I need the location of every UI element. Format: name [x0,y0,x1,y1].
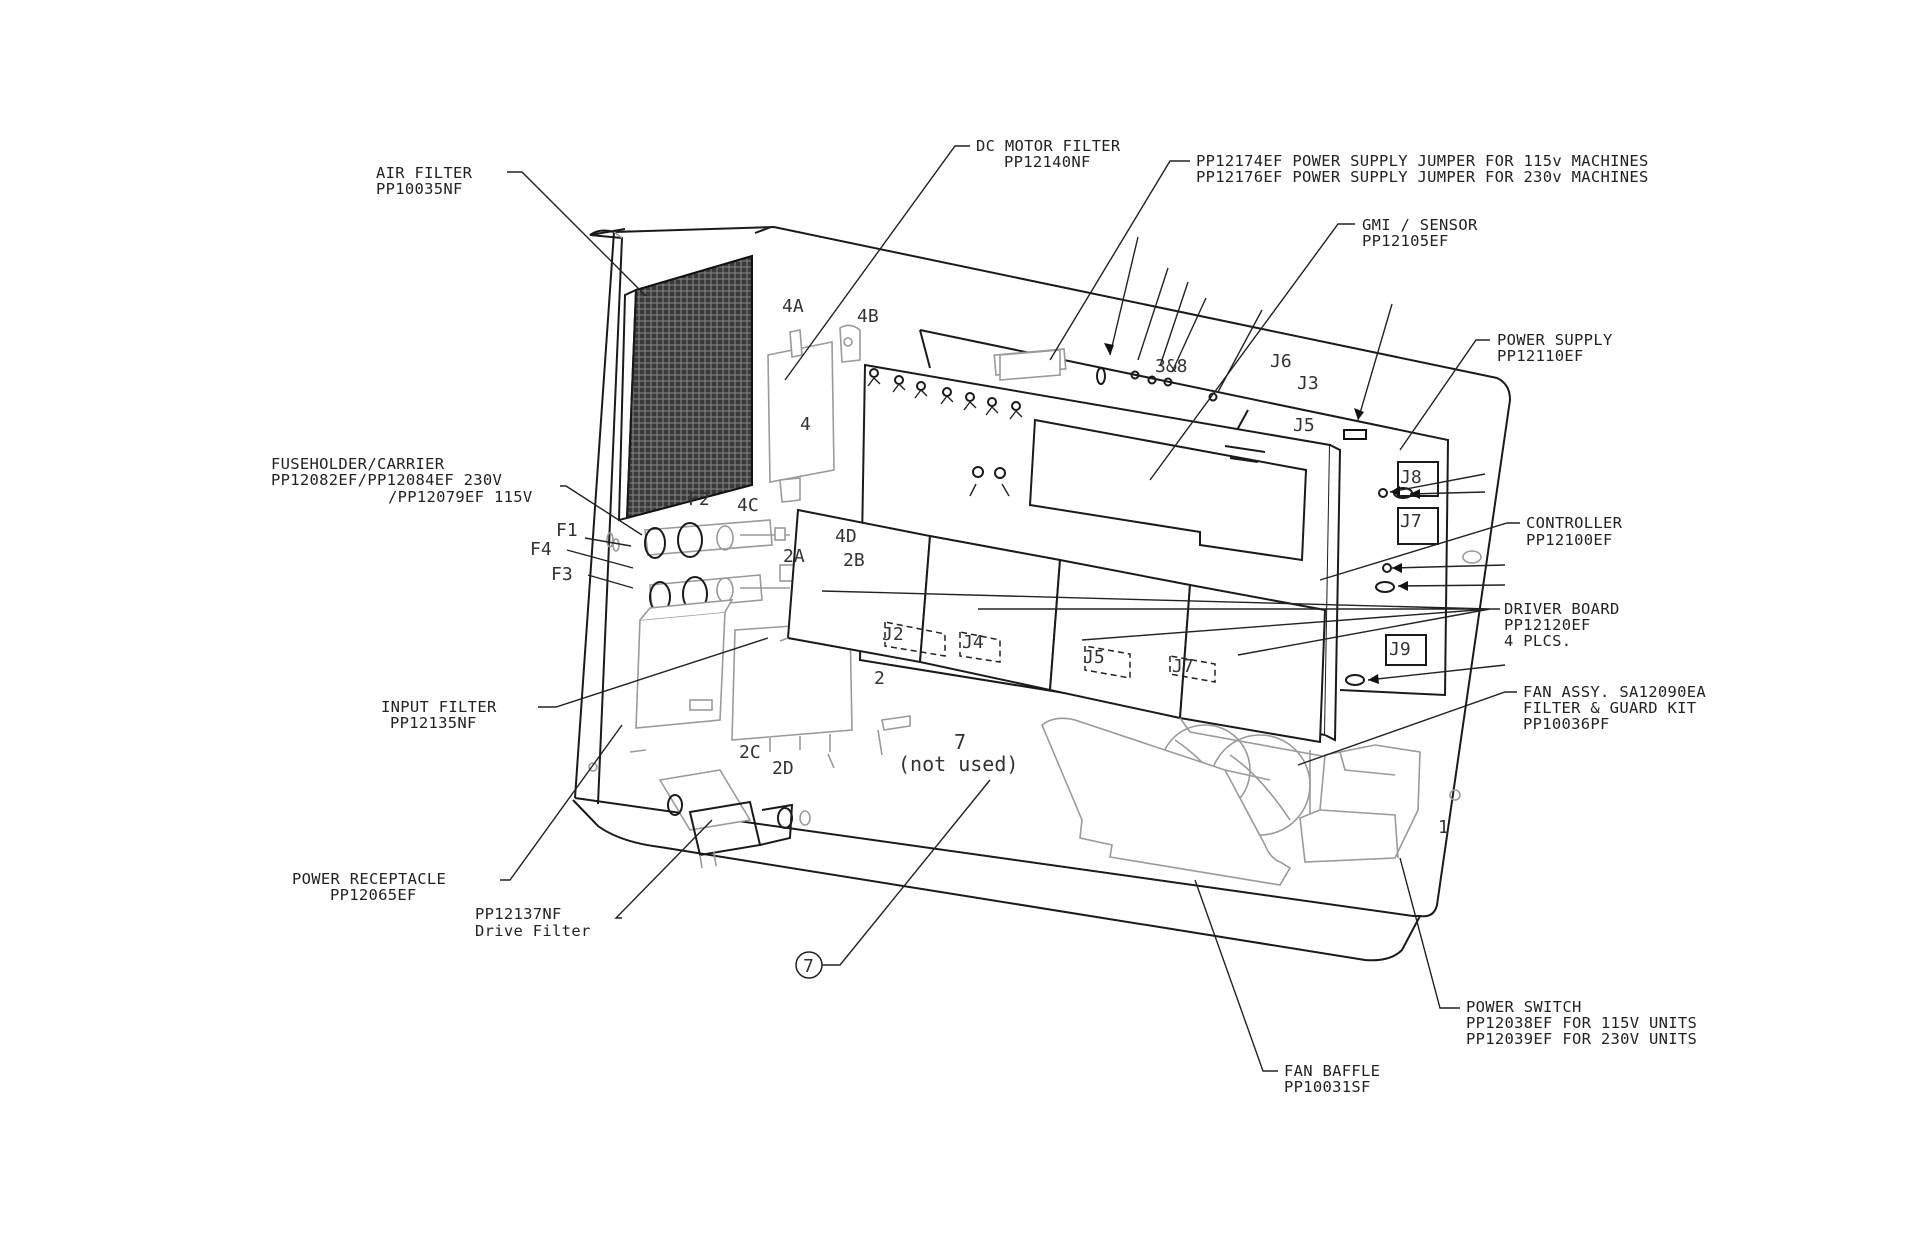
ref-j2: J2 [882,624,904,645]
callout-power-receptacle: POWER RECEPTACLE PP12065EF [292,870,446,904]
power-switch [1299,744,1421,863]
svg-text:4 PLCS.: 4 PLCS. [1504,632,1571,650]
callout-power-switch: POWER SWITCH PP12038EF FOR 115V UNITS PP… [1466,998,1697,1048]
svg-text:PP10035NF: PP10035NF [376,180,463,198]
callout-fan-assy: FAN ASSY. SA12090EA FILTER & GUARD KIT P… [1523,683,1706,733]
ref-4b: 4B [857,306,879,327]
callout-power-supply-jumper: PP12174EF POWER SUPPLY JUMPER FOR 115v M… [1196,152,1649,186]
ref-2: 2 [874,668,885,689]
ref-2c: 2C [739,742,761,763]
svg-text:DRIVER BOARD: DRIVER BOARD [1504,600,1620,618]
callout-power-supply: POWER SUPPLY PP12110EF [1497,331,1613,365]
svg-text:PP12176EF POWER SUPPLY JUMPER: PP12176EF POWER SUPPLY JUMPER FOR 230v M… [1196,168,1649,186]
svg-text:FAN ASSY. SA12090EA: FAN ASSY. SA12090EA [1523,683,1706,701]
svg-text:/PP12079EF 115V: /PP12079EF 115V [388,488,532,506]
ref-j6: J6 [1270,351,1292,372]
svg-text:POWER SWITCH: POWER SWITCH [1466,998,1582,1016]
ref-j8: J8 [1400,467,1422,488]
ref-2b: 2B [843,550,865,571]
svg-text:PP12065EF: PP12065EF [330,886,417,904]
ref-2d: 2D [772,758,794,779]
svg-text:FUSEHOLDER/CARRIER: FUSEHOLDER/CARRIER [271,455,445,473]
ref-j4: J4 [962,632,984,653]
svg-text:POWER SUPPLY: POWER SUPPLY [1497,331,1613,349]
dc-motor-filter [767,324,861,503]
svg-text:PP12038EF FOR 115V UNITS: PP12038EF FOR 115V UNITS [1466,1014,1697,1032]
callout-fuseholder: FUSEHOLDER/CARRIER PP12082EF/PP12084EF 2… [271,455,532,506]
svg-text:PP12105EF: PP12105EF [1362,232,1449,250]
svg-text:AIR FILTER: AIR FILTER [376,164,473,182]
svg-text:PP12100EF: PP12100EF [1526,531,1613,549]
ref-f2: F2 [688,489,710,510]
svg-text:INPUT FILTER: INPUT FILTER [381,698,497,716]
callout-driver-board: DRIVER BOARD PP12120EF 4 PLCS. [1504,600,1620,650]
ref-j7: J7 [1400,511,1422,532]
ref-1: 1 [1438,817,1449,838]
balloon-7: 7 [795,779,991,979]
power-receptacle [658,769,811,869]
svg-text:PP12140NF: PP12140NF [1004,153,1091,171]
callout-air-filter: AIR FILTER PP10035NF [376,164,473,198]
svg-text:PP12174EF POWER SUPPLY JUMPER: PP12174EF POWER SUPPLY JUMPER FOR 115v M… [1196,152,1649,170]
indicator-arrows [867,236,1506,684]
callout-fan-baffle: FAN BAFFLE PP10031SF [1284,1062,1380,1096]
ref-j5: J5 [1293,415,1315,436]
callout-input-filter: INPUT FILTER PP12135NF [381,698,497,732]
ref-j7-driver: J7 [1172,656,1194,677]
ref-4: 4 [800,414,811,435]
svg-text:POWER RECEPTACLE: POWER RECEPTACLE [292,870,446,888]
ref-4a: 4A [782,296,804,317]
ref-j9: J9 [1389,639,1411,660]
svg-text:FAN BAFFLE: FAN BAFFLE [1284,1062,1380,1080]
svg-text:PP10036PF: PP10036PF [1523,715,1610,733]
svg-text:PP12137NF: PP12137NF [475,905,562,923]
svg-text:FILTER & GUARD KIT: FILTER & GUARD KIT [1523,699,1696,717]
balloon-7-label: 7 [803,956,814,977]
ref-4d: 4D [835,526,857,547]
ref-f1: F1 [556,520,578,541]
fan-baffle [1041,717,1292,886]
svg-text:PP12039EF FOR 230V UNITS: PP12039EF FOR 230V UNITS [1466,1030,1697,1048]
svg-text:GMI / SENSOR: GMI / SENSOR [1362,216,1478,234]
svg-text:CONTROLLER: CONTROLLER [1526,514,1623,532]
ref-f4: F4 [530,539,552,560]
callout-labels: AIR FILTER PP10035NF DC MOTOR FILTER PP1… [271,137,1706,1096]
svg-text:PP12120EF: PP12120EF [1504,616,1591,634]
ref-2a: 2A [783,546,805,567]
ref-7: 7 [954,730,966,754]
ref-j5-driver: J5 [1083,647,1105,668]
reference-labels: 4A 4B 4 4C 4D 2B 2A 2 2C 2D F1 F2 F4 F3 … [530,296,1449,838]
leader-lines [500,145,1520,1072]
callout-gmi-sensor: GMI / SENSOR PP12105EF [1362,216,1478,250]
callout-dc-motor-filter: DC MOTOR FILTER PP12140NF [976,137,1121,171]
driver-boards [779,508,1327,769]
air-filter [617,254,753,522]
input-filter [629,599,734,753]
svg-text:Drive Filter: Drive Filter [475,922,591,940]
svg-text:DC MOTOR FILTER: DC MOTOR FILTER [976,137,1121,155]
ref-j3: J3 [1297,373,1319,394]
ref-not-used: (not used) [898,752,1018,776]
callout-drive-filter: PP12137NF Drive Filter [475,905,591,940]
ref-f3: F3 [551,564,573,585]
callout-controller: CONTROLLER PP12100EF [1526,514,1623,549]
svg-text:PP10031SF: PP10031SF [1284,1078,1371,1096]
svg-text:PP12110EF: PP12110EF [1497,347,1584,365]
svg-text:PP12135NF: PP12135NF [390,714,477,732]
ref-4c: 4C [737,495,759,516]
svg-text:PP12082EF/PP12084EF 230V: PP12082EF/PP12084EF 230V [271,471,502,489]
ref-3-8: 3&8 [1155,356,1188,377]
